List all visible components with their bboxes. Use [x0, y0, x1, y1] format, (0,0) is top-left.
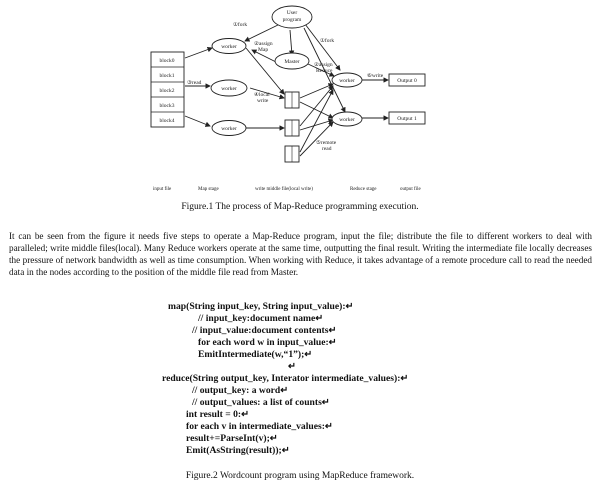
- stage-output-file: output file: [400, 187, 421, 192]
- output-1-box: [388, 111, 426, 125]
- stage-input-file: input file: [153, 187, 172, 192]
- user-program-label-1: User: [287, 10, 298, 16]
- code-line-2: // input_key:document name↵: [198, 313, 324, 324]
- block-2-label: block2: [160, 88, 175, 94]
- assign-map-label-1: ②assign: [254, 40, 273, 47]
- assign-map-label-2: Map: [258, 47, 268, 53]
- input-blocks: block0 block1 block2 block3 block4: [150, 51, 185, 128]
- output-0-box: [388, 73, 426, 87]
- reduce-worker-2: [331, 111, 363, 127]
- map-worker-2: [210, 79, 248, 97]
- code-line-13: Emit(AsString(result));↵: [186, 445, 290, 456]
- stage-labels: input file Map stage write middle file(l…: [153, 187, 421, 192]
- read-label: ③read: [187, 79, 202, 86]
- remote-read-label-2: read: [322, 146, 332, 152]
- block-0-label: block0: [160, 58, 175, 64]
- stage-map: Map stage: [198, 187, 219, 192]
- intermediate-files: [284, 91, 300, 163]
- master-label: Master: [284, 59, 299, 65]
- wordcount-code-block: map(String input_key, String input_value…: [0, 301, 600, 469]
- assign-reduce-label-2: Reduce: [316, 68, 333, 74]
- reduce-worker-1-label: worker: [339, 78, 355, 84]
- code-line-11: for each v in intermediate_values:↵: [186, 421, 333, 432]
- code-line-3: // input_value:document contents↵: [192, 325, 337, 336]
- reduce-worker-1: [331, 72, 363, 88]
- output-0-label: Output 0: [397, 78, 417, 84]
- code-line-12: result+=ParseInt(v);↵: [186, 433, 278, 444]
- stage-reduce: Reduce stage: [350, 187, 377, 192]
- map-worker-3: [211, 120, 247, 136]
- map-worker-1-label: worker: [221, 44, 237, 50]
- diagram-arrows: [184, 23, 389, 157]
- block-3-label: block3: [160, 103, 175, 109]
- fork-label-top-right: ①fork: [320, 37, 334, 44]
- code-line-9: // output_values: a list of counts↵: [192, 397, 330, 408]
- code-line-6: ↵: [288, 361, 297, 372]
- map-reduce-diagram: User program ①fork ①fork Master ②assign …: [150, 5, 426, 192]
- local-write-label-1: ④local: [254, 91, 270, 98]
- map-worker-3-label: worker: [221, 126, 237, 132]
- code-line-4: for each word w in input_value:↵: [198, 337, 337, 348]
- master-node: [274, 52, 310, 70]
- local-write-label-2: write: [257, 98, 269, 104]
- stage-middle-file: write middle file(local write): [255, 187, 313, 192]
- code-line-8: // output_key: a word↵: [192, 385, 289, 396]
- code-line-7: reduce(String output_key, Interator inte…: [162, 373, 409, 384]
- figure-1-caption: Figure.1 The process of Map-Reduce progr…: [181, 202, 419, 212]
- assign-reduce-label-1: ②assign: [314, 61, 333, 68]
- map-worker-2-label: worker: [221, 86, 237, 92]
- code-line-10: int result = 0:↵: [186, 409, 250, 420]
- fork-label-top-left: ①fork: [233, 21, 247, 28]
- block-1-label: block1: [160, 73, 175, 79]
- reduce-worker-2-label: worker: [339, 117, 355, 123]
- write-label: ⑥write: [367, 72, 384, 79]
- body-paragraph: It can be seen from the figure it needs …: [9, 231, 592, 278]
- user-program-label-2: program: [283, 17, 302, 23]
- code-line-5: EmitIntermediate(w,“1”);↵: [198, 349, 313, 360]
- user-program-node: [271, 5, 313, 29]
- block-4-label: block4: [160, 118, 175, 124]
- figure-2-caption: Figure.2 Wordcount program using MapRedu…: [185, 471, 415, 481]
- map-worker-1: [211, 38, 247, 54]
- remote-read-label-1: ⑤remote: [316, 139, 337, 146]
- output-1-label: Output 1: [397, 116, 417, 122]
- code-line-1: map(String input_key, String input_value…: [168, 301, 354, 312]
